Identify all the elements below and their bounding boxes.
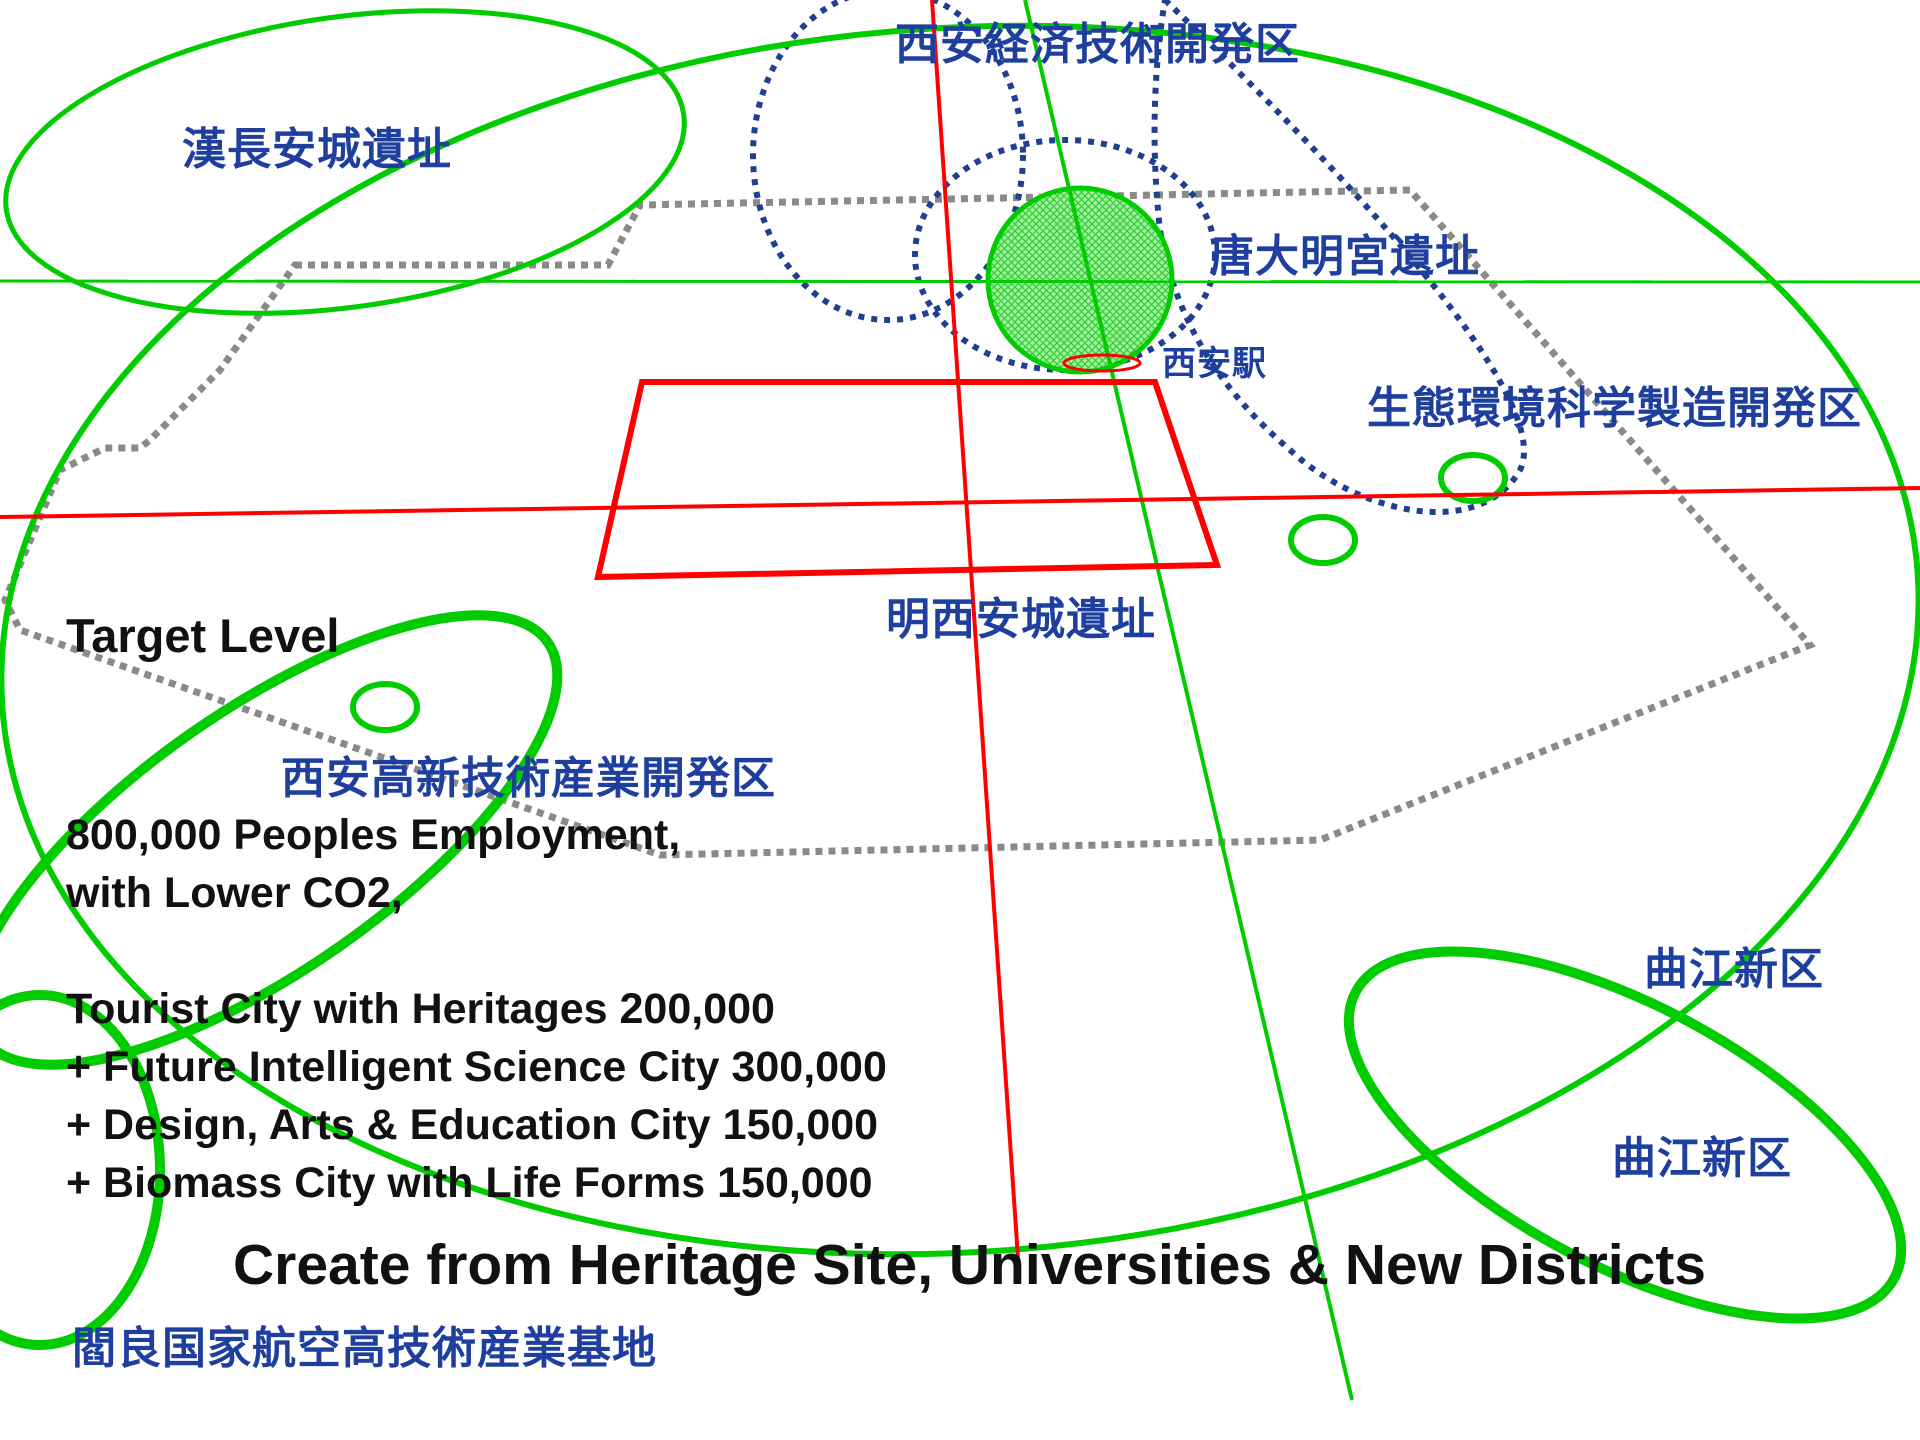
target-line: with Lower CO2, [66, 869, 403, 917]
daminggong-site-circle [985, 185, 1175, 375]
small-node-east [1438, 452, 1508, 504]
target-line: + Design, Arts & Education City 150,000 [66, 1101, 879, 1149]
headline: Create from Heritage Site, Universities … [233, 1233, 1707, 1297]
target-line: + Biomass City with Life Forms 150,000 [66, 1159, 873, 1207]
label-xian-station: 西安駅 [1162, 344, 1267, 384]
ming-city-wall [594, 379, 1222, 581]
han-changan-ellipse [3, 8, 687, 316]
metro-region-ellipse [0, 22, 1920, 1258]
label-yanliang: 閻良国家航空高技術産業基地 [72, 1323, 657, 1374]
label-han-changan: 漢長安城遺址 [182, 124, 452, 175]
yanliang-ellipse [0, 990, 165, 1350]
red-east-west-axis [0, 486, 1920, 519]
label-ming-city: 明西安城遺址 [886, 594, 1156, 645]
target-line: + Future Intelligent Science City 300,00… [66, 1043, 887, 1091]
target-level-heading: Target Level [66, 609, 340, 662]
label-econ-tech-zone: 西安経済技術開発区 [895, 19, 1300, 70]
target-list: 800,000 Peoples Employment, with Lower C… [66, 806, 887, 1212]
label-eco-zone: 生態環境科学製造開発区 [1367, 383, 1862, 434]
small-node-west [350, 681, 420, 733]
label-qujiang-upper: 曲江新区 [1644, 944, 1824, 995]
label-tang-daminggong: 唐大明宮遺址 [1210, 231, 1480, 282]
small-node-southeast [1288, 514, 1358, 566]
xian-station-marker [1062, 353, 1142, 373]
target-line: Tourist City with Heritages 200,000 [66, 985, 775, 1033]
qujiang-ellipse [1343, 946, 1907, 1324]
eco-zone-outline [1151, 0, 1527, 515]
hi-tech-zone-ellipse [0, 610, 563, 1070]
target-line [66, 922, 887, 980]
green-diagonal-axis [1023, 0, 1354, 1401]
city-boundary-outline [1, 186, 1816, 859]
target-line: 800,000 Peoples Employment, [66, 811, 681, 859]
red-north-south-axis [930, 0, 1020, 1259]
label-qujiang-lower: 曲江新区 [1612, 1133, 1792, 1184]
econ-tech-zone-outline [750, 0, 1026, 323]
label-hi-tech-zone: 西安高新技術産業開発区 [281, 753, 776, 804]
green-east-west-axis [0, 279, 1920, 284]
